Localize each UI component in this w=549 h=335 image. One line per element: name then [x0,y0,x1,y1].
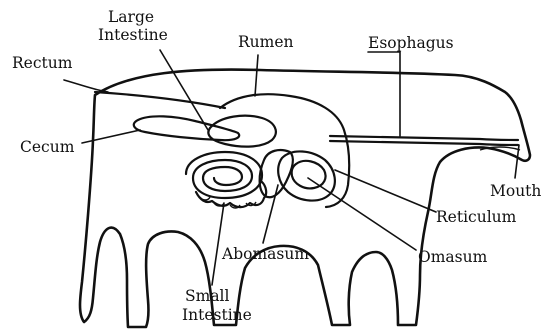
leader-esophagus [368,52,400,136]
esophagus-tube [330,136,518,140]
leader-omasum [308,178,416,250]
label-rumen: Rumen [238,33,294,51]
label-large-intestine-line2: Intestine [98,26,168,44]
label-small-intestine-line2: Intestine [182,306,252,324]
label-large-intestine-line1: Large [108,8,154,26]
label-rectum: Rectum [12,54,73,72]
cow-body-outline [80,70,530,327]
label-small-intestine-line1: Small [185,287,230,305]
leader-rumen [255,55,258,96]
label-cecum: Cecum [20,138,75,156]
leader-rectum [64,80,108,92]
large-intestine-spiral [186,152,262,198]
rectum-tube [95,92,225,108]
label-esophagus: Esophagus [368,34,454,52]
leader-mouth [515,145,519,178]
leader-small-intestine [212,203,224,285]
label-reticulum: Reticulum [436,208,517,226]
esophagus-tube-lower [330,141,518,145]
label-omasum: Omasum [418,248,488,266]
leader-cecum [82,130,140,143]
label-mouth: Mouth [490,182,541,200]
omasum-organ [292,161,326,189]
label-abomasum: Abomasum [221,245,309,263]
large-intestine-pouch [208,116,275,147]
